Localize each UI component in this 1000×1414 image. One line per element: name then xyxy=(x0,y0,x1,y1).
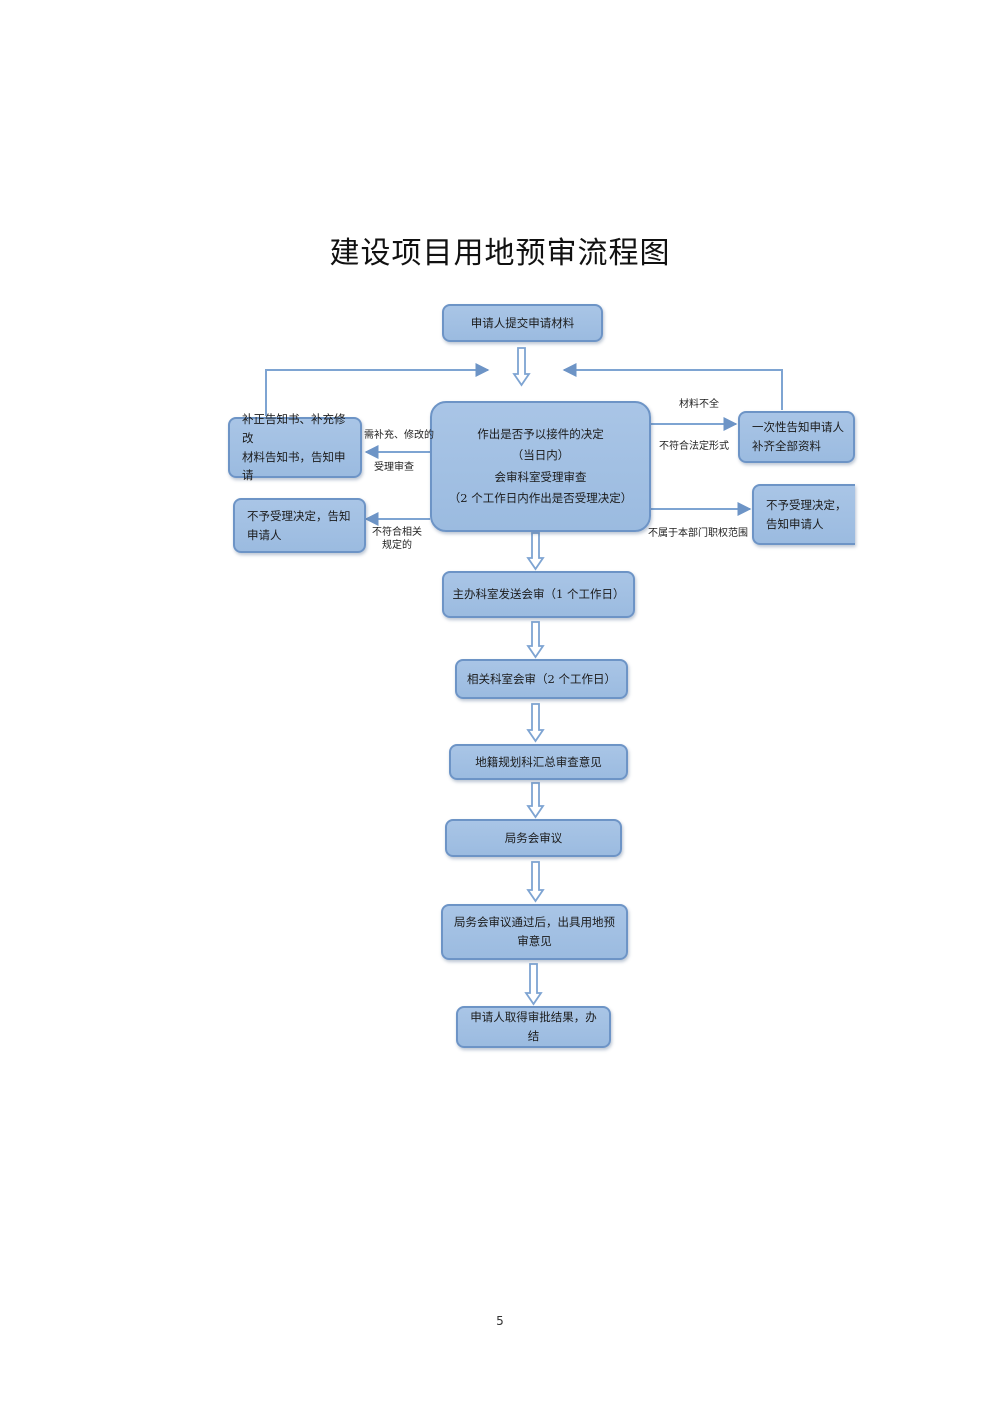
node-obtain-result: 申请人取得审批结果，办结 xyxy=(456,1006,611,1048)
edge-label-accept-review: 受理审查 xyxy=(374,462,414,473)
down-arrow xyxy=(526,621,545,659)
edge-label-not-legal-form: 不符合法定形式 xyxy=(659,441,729,452)
node-reject-right: 不予受理决定， 告知申请人 xyxy=(752,484,855,545)
down-arrow xyxy=(512,347,531,387)
down-arrow xyxy=(526,782,545,819)
edge-label-materials-incomplete: 材料不全 xyxy=(679,399,719,410)
node-related-review: 相关科室会审（2 个工作日） xyxy=(455,659,628,699)
edge-label-need-supplement: 需补充、修改的 xyxy=(364,430,434,441)
node-supplement: 补正告知书、补充修改 材料告知书，告知申请 xyxy=(228,412,362,482)
down-arrow xyxy=(526,861,545,903)
loop-right-line xyxy=(562,363,783,410)
down-arrow xyxy=(526,532,545,571)
node-bureau-meeting: 局务会审议 xyxy=(445,819,622,857)
page-number: 5 xyxy=(496,1314,504,1328)
edge-label-not-in-scope: 不属于本部门职权范围 xyxy=(648,528,748,539)
page-title: 建设项目用地预审流程图 xyxy=(329,236,671,271)
node-issue-opinion: 局务会审议通过后，出具用地预 审意见 xyxy=(441,904,628,960)
node-one-time-notice: 一次性告知申请人 补齐全部资料 xyxy=(738,411,855,463)
node-send-review: 主办科室发送会审（1 个工作日） xyxy=(442,571,635,618)
down-arrow xyxy=(526,703,545,743)
node-decision: 作出是否予以接件的决定 （当日内） 会审科室受理审查 （2 个工作日内作出是否受… xyxy=(430,401,651,532)
loop-left-line xyxy=(265,363,490,416)
down-arrow xyxy=(524,963,543,1006)
edge-label-not-compliant: 不符合相关 规定的 xyxy=(372,527,422,551)
node-submit: 申请人提交申请材料 xyxy=(442,304,603,342)
node-summary: 地籍规划科汇总审查意见 xyxy=(449,744,628,780)
node-reject-left: 不予受理决定，告知 申请人 xyxy=(233,498,366,553)
